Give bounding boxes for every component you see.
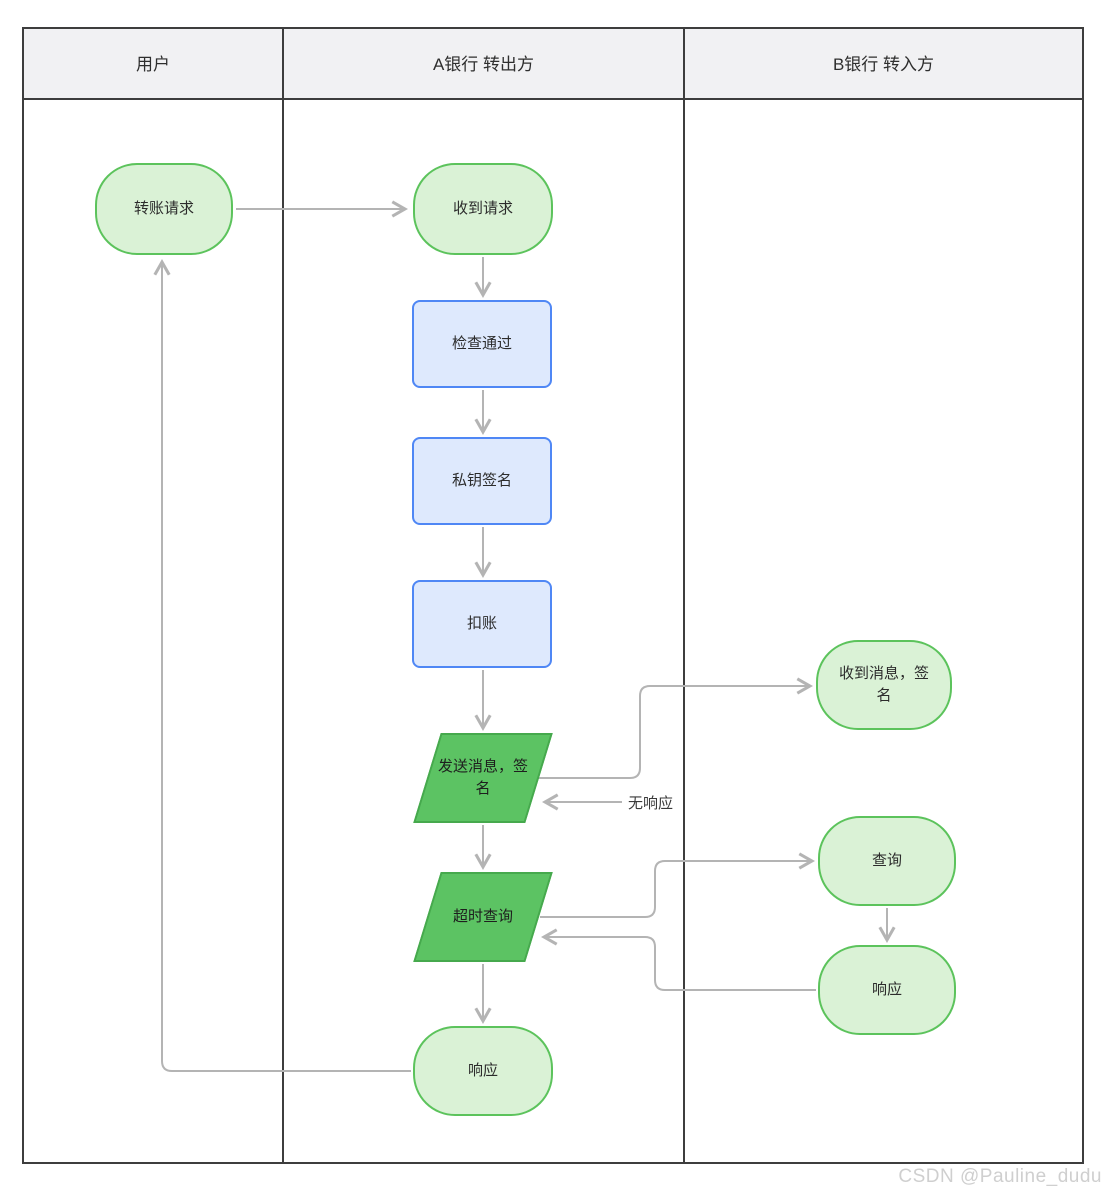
node-transfer-request: 转账请求 [95, 163, 233, 255]
node-debit: 扣账 [412, 580, 552, 668]
node-label: 收到消息，签名 [838, 664, 929, 705]
node-response-b: 响应 [818, 945, 956, 1035]
node-send-message-sign: 发送消息，签名 [413, 733, 553, 823]
lane-title-user: 用户 [136, 55, 170, 74]
node-label: 发送消息，签名 [437, 757, 528, 798]
lane-divider-2 [683, 29, 685, 1162]
lane-title-bank-b: B银行 转入方 [832, 55, 935, 74]
node-response-a: 响应 [413, 1026, 553, 1116]
node-label: 响应 [871, 980, 902, 998]
node-label: 响应 [467, 1061, 498, 1079]
node-label: 检查通过 [451, 334, 512, 352]
node-label: 收到请求 [452, 199, 513, 217]
node-label: 查询 [871, 851, 902, 869]
node-label: 扣账 [466, 614, 497, 632]
node-label: 私钥签名 [451, 471, 512, 489]
node-timeout-query: 超时查询 [413, 872, 553, 962]
swimlane-frame: 用户 A银行 转出方 B银行 转入方 [22, 27, 1084, 1164]
node-query: 查询 [818, 816, 956, 906]
node-label: 转账请求 [133, 199, 194, 217]
lane-header-row [24, 29, 1082, 100]
node-private-key-sign: 私钥签名 [412, 437, 552, 525]
node-label: 超时查询 [452, 907, 513, 925]
lane-title-bank-a: A银行 转出方 [432, 55, 535, 74]
node-receive-message-sign: 收到消息，签名 [816, 640, 952, 730]
node-check-pass: 检查通过 [412, 300, 552, 388]
lane-divider-1 [282, 29, 284, 1162]
node-receive-request: 收到请求 [413, 163, 553, 255]
watermark-text: CSDN @Pauline_dudu [898, 1166, 1102, 1187]
